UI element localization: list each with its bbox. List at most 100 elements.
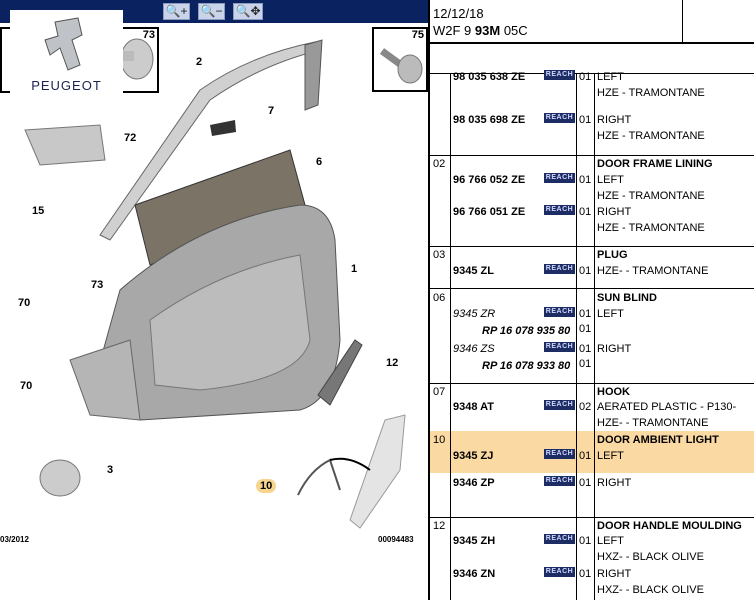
description-detail: HZE - TRAMONTANE <box>597 190 705 202</box>
reach-badge: REACH <box>544 264 575 274</box>
drawing-number: 00094483 <box>378 535 414 544</box>
callout-15[interactable]: 15 <box>32 205 45 217</box>
replacement-part-number[interactable]: RP 16 078 933 80 <box>482 360 571 372</box>
parts-list-panel: 12/12/18 W2F 9 93M 05C 98 035 638 ZE REA… <box>428 0 754 600</box>
peugeot-logo: PEUGEOT <box>10 10 123 96</box>
ref-number: 12 <box>433 520 446 532</box>
description: LEFT <box>597 308 624 320</box>
quantity: 01 <box>579 477 592 489</box>
quantity: 01 <box>579 71 592 83</box>
quantity: 01 <box>579 358 592 370</box>
callout-2[interactable]: 2 <box>196 56 203 68</box>
selected-row-highlight <box>430 431 754 473</box>
divider <box>682 0 683 44</box>
divider <box>430 383 754 384</box>
ref-number: 06 <box>433 292 446 304</box>
callout-70[interactable]: 70 <box>18 297 31 309</box>
diagram-date: 03/2012 <box>0 535 29 544</box>
zoom-in-button[interactable]: 🔍+ <box>163 3 190 20</box>
part-number[interactable]: 9345 ZJ <box>453 450 494 462</box>
reach-badge: REACH <box>544 567 575 577</box>
brand-text: PEUGEOT <box>31 78 102 93</box>
description: HZE- - TRAMONTANE <box>597 265 709 277</box>
callout-6[interactable]: 6 <box>316 156 323 168</box>
part-number[interactable]: 9346 ZP <box>453 477 495 489</box>
part-title: DOOR FRAME LINING <box>597 158 713 170</box>
reach-badge: REACH <box>544 476 575 486</box>
callout-1[interactable]: 1 <box>351 263 358 275</box>
callout-12[interactable]: 12 <box>386 357 399 369</box>
part-number[interactable]: 9346 ZS <box>453 343 495 355</box>
quantity: 01 <box>579 265 592 277</box>
reach-badge: REACH <box>544 70 575 80</box>
quantity: 01 <box>579 174 592 186</box>
code-bold: 93M <box>474 23 501 38</box>
part-number[interactable]: 96 766 051 ZE <box>453 206 526 218</box>
description: LEFT <box>597 450 624 462</box>
part-number[interactable]: 98 035 698 ZE <box>453 114 526 126</box>
quantity: 01 <box>579 343 592 355</box>
part-number[interactable]: 9345 ZR <box>453 308 496 320</box>
lion-emblem-icon <box>44 17 83 71</box>
catalog-date: 12/12/18 <box>433 6 484 21</box>
callout-10-highlighted[interactable]: 10 <box>256 479 277 493</box>
description-detail: HXZ- - BLACK OLIVE <box>597 551 704 563</box>
reach-badge: REACH <box>544 113 575 123</box>
parts-list-header: 12/12/18 W2F 9 93M 05C <box>430 0 754 44</box>
part-title: DOOR HANDLE MOULDING <box>597 520 742 532</box>
divider <box>430 288 754 289</box>
code-prefix: W2F 9 <box>433 23 475 38</box>
quantity: 02 <box>579 401 592 413</box>
part-title: SUN BLIND <box>597 292 657 304</box>
quantity: 01 <box>579 450 592 462</box>
callout-73[interactable]: 73 <box>91 279 104 291</box>
zoom-out-button[interactable]: 🔍− <box>198 3 225 20</box>
divider <box>430 517 754 518</box>
callout-7[interactable]: 7 <box>268 105 275 117</box>
vehicle-code: W2F 9 93M 05C <box>433 23 528 38</box>
description-detail: HZE- - TRAMONTANE <box>597 417 709 429</box>
quantity: 01 <box>579 535 592 547</box>
reach-badge: REACH <box>544 342 575 352</box>
divider <box>430 73 754 74</box>
reach-badge: REACH <box>544 534 575 544</box>
part-number[interactable]: 9345 ZH <box>453 535 496 547</box>
reach-badge: REACH <box>544 449 575 459</box>
divider <box>576 73 577 600</box>
description: AERATED PLASTIC - P130- <box>597 401 737 413</box>
callout-70[interactable]: 70 <box>20 380 33 392</box>
reach-badge: REACH <box>544 307 575 317</box>
quantity: 01 <box>579 114 592 126</box>
description: RIGHT <box>597 477 632 489</box>
zoom-pan-icon: 🔍✥ <box>235 4 261 18</box>
description-detail: HZE - TRAMONTANE <box>597 222 705 234</box>
callout-label: 73 <box>142 29 155 41</box>
quantity: 01 <box>579 308 592 320</box>
parts-diagram-panel: 🔍+ 🔍− 🔍✥ 73 PEUGEOT 75 2 7 72 6 15 73 1 … <box>0 0 428 544</box>
divider <box>430 246 754 247</box>
description: RIGHT <box>597 343 632 355</box>
part-number[interactable]: 98 035 638 ZE <box>453 71 526 83</box>
description: LEFT <box>597 174 624 186</box>
part-number[interactable]: 96 766 052 ZE <box>453 174 526 186</box>
part-number[interactable]: 9346 ZN <box>453 568 496 580</box>
part-number[interactable]: 9345 ZL <box>453 265 494 277</box>
description-detail: HZE - TRAMONTANE <box>597 87 705 99</box>
part-title: DOOR AMBIENT LIGHT <box>597 434 719 446</box>
part-title: HOOK <box>597 386 630 398</box>
ref-number: 03 <box>433 249 446 261</box>
divider <box>594 73 595 600</box>
callout-72[interactable]: 72 <box>124 132 137 144</box>
ref-number: 07 <box>433 386 446 398</box>
replacement-part-number[interactable]: RP 16 078 935 80 <box>482 325 571 337</box>
callout-3[interactable]: 3 <box>107 464 114 476</box>
zoom-pan-button[interactable]: 🔍✥ <box>233 3 263 20</box>
quantity: 01 <box>579 323 592 335</box>
part-number[interactable]: 9348 AT <box>453 401 494 413</box>
divider <box>430 155 754 156</box>
description: LEFT <box>597 535 624 547</box>
code-suffix: 05C <box>500 23 528 38</box>
reach-badge: REACH <box>544 173 575 183</box>
description: LEFT <box>597 71 624 83</box>
zoom-in-icon: 🔍+ <box>165 4 188 18</box>
